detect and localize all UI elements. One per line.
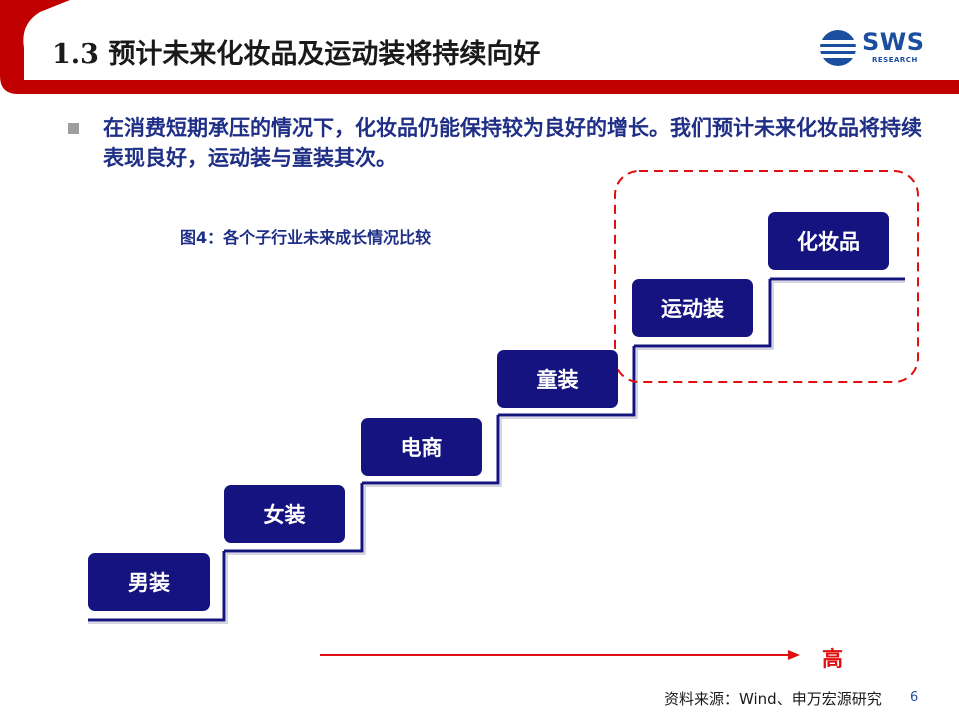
growth-arrow-head	[788, 650, 800, 660]
figure-caption: 图4：各个子行业未来成长情况比较	[180, 228, 432, 247]
page-title: 1.3 预计未来化妆品及运动装将持续向好	[52, 39, 541, 70]
slide-header: 1.3 预计未来化妆品及运动装将持续向好 SWS RESEARCH	[0, 0, 959, 98]
staircase-line-shadow	[88, 281, 905, 624]
header-accent-shape	[0, 0, 959, 94]
sws-logo: SWS RESEARCH	[818, 26, 940, 70]
step-label-cosmetics: 化妆品	[768, 212, 889, 270]
bullet-square-icon	[68, 123, 79, 134]
step-label-womenswear: 女装	[224, 485, 345, 543]
highlight-dashed-box	[614, 170, 919, 383]
source-note: 资料来源：Wind、申万宏源研究	[664, 690, 882, 708]
arrow-label-high: 高	[822, 647, 843, 671]
logo-wordmark: SWS	[862, 28, 925, 56]
page-number: 6	[910, 690, 919, 705]
step-label-sportswear: 运动装	[632, 279, 753, 337]
staircase-line	[88, 277, 905, 622]
step-label-childrenswear: 童装	[497, 350, 618, 408]
logo-subtext: RESEARCH	[872, 56, 918, 64]
step-label-ecommerce: 电商	[361, 418, 482, 476]
bullet-text: 在消费短期承压的情况下，化妆品仍能保持较为良好的增长。我们预计未来化妆品将持续表…	[103, 116, 922, 170]
step-label-menswear: 男装	[88, 553, 210, 611]
sws-logo-icon	[820, 30, 856, 66]
